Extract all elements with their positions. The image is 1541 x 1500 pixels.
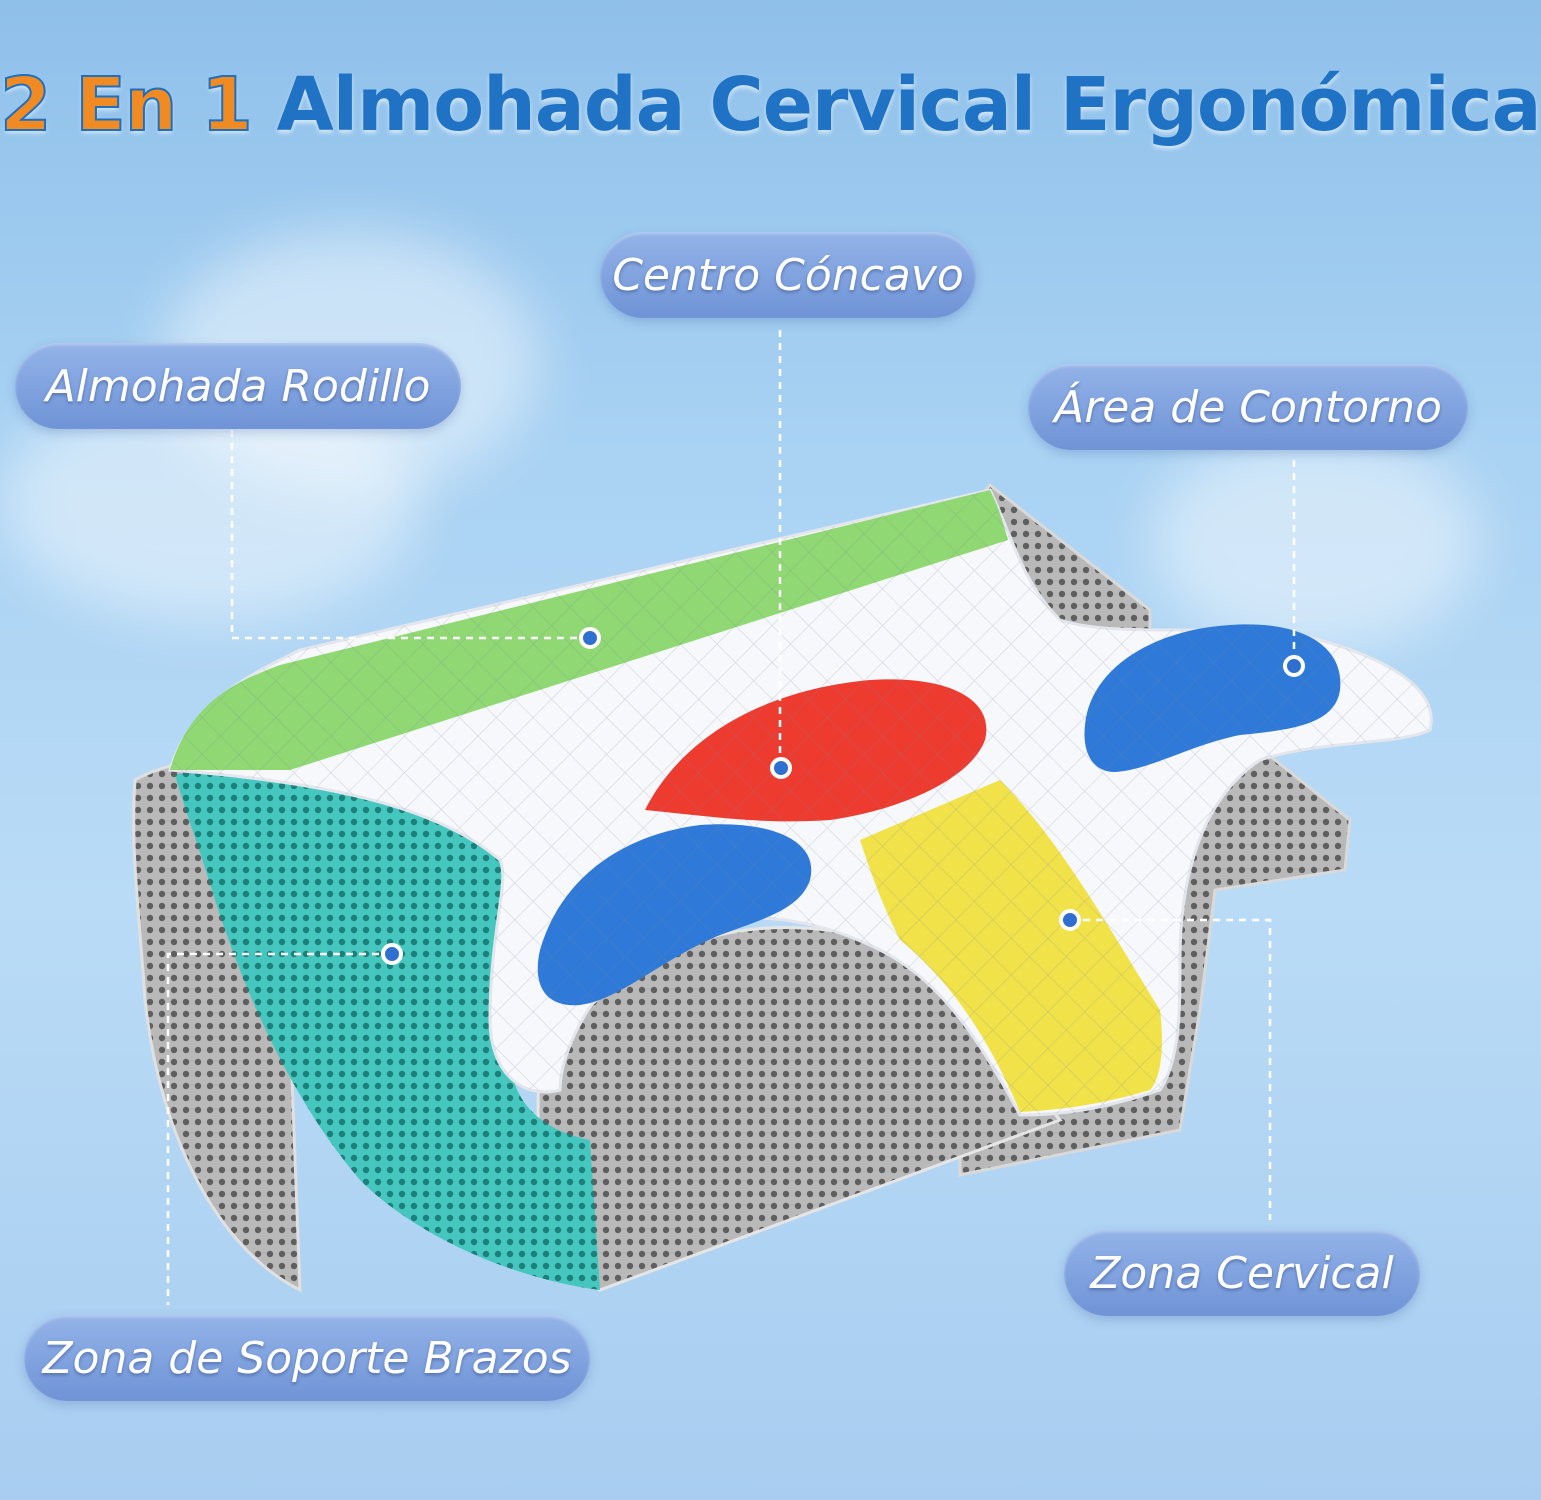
- label-zona-soporte-brazos: Zona de Soporte Brazos: [24, 1315, 590, 1401]
- label-area-contorno: Área de Contorno: [1028, 364, 1468, 450]
- title-main: Almohada Cervical Ergonómica: [276, 62, 1541, 148]
- pillow-illustration: [132, 430, 1433, 1305]
- leader-brazos: [166, 952, 392, 1305]
- label-zona-cervical: Zona Cervical: [1064, 1230, 1420, 1316]
- marker-dot-centro: [770, 757, 792, 779]
- marker-dot-cervical: [1059, 909, 1081, 931]
- leader-rodillo: [230, 430, 588, 640]
- marker-dot-brazos: [381, 943, 403, 965]
- marker-dot-rodillo: [579, 627, 601, 649]
- marker-dot-contorno: [1283, 655, 1305, 677]
- leader-cervical: [1070, 918, 1272, 1220]
- cloud: [1150, 430, 1480, 650]
- page-title: 2 En 1 Almohada Cervical Ergonómica: [0, 61, 1541, 149]
- label-almohada-rodillo: Almohada Rodillo: [15, 343, 461, 429]
- mesh-teal: [175, 769, 600, 1290]
- label-centro-concavo: Centro Cóncavo: [600, 232, 976, 318]
- title-accent: 2 En 1: [0, 61, 254, 149]
